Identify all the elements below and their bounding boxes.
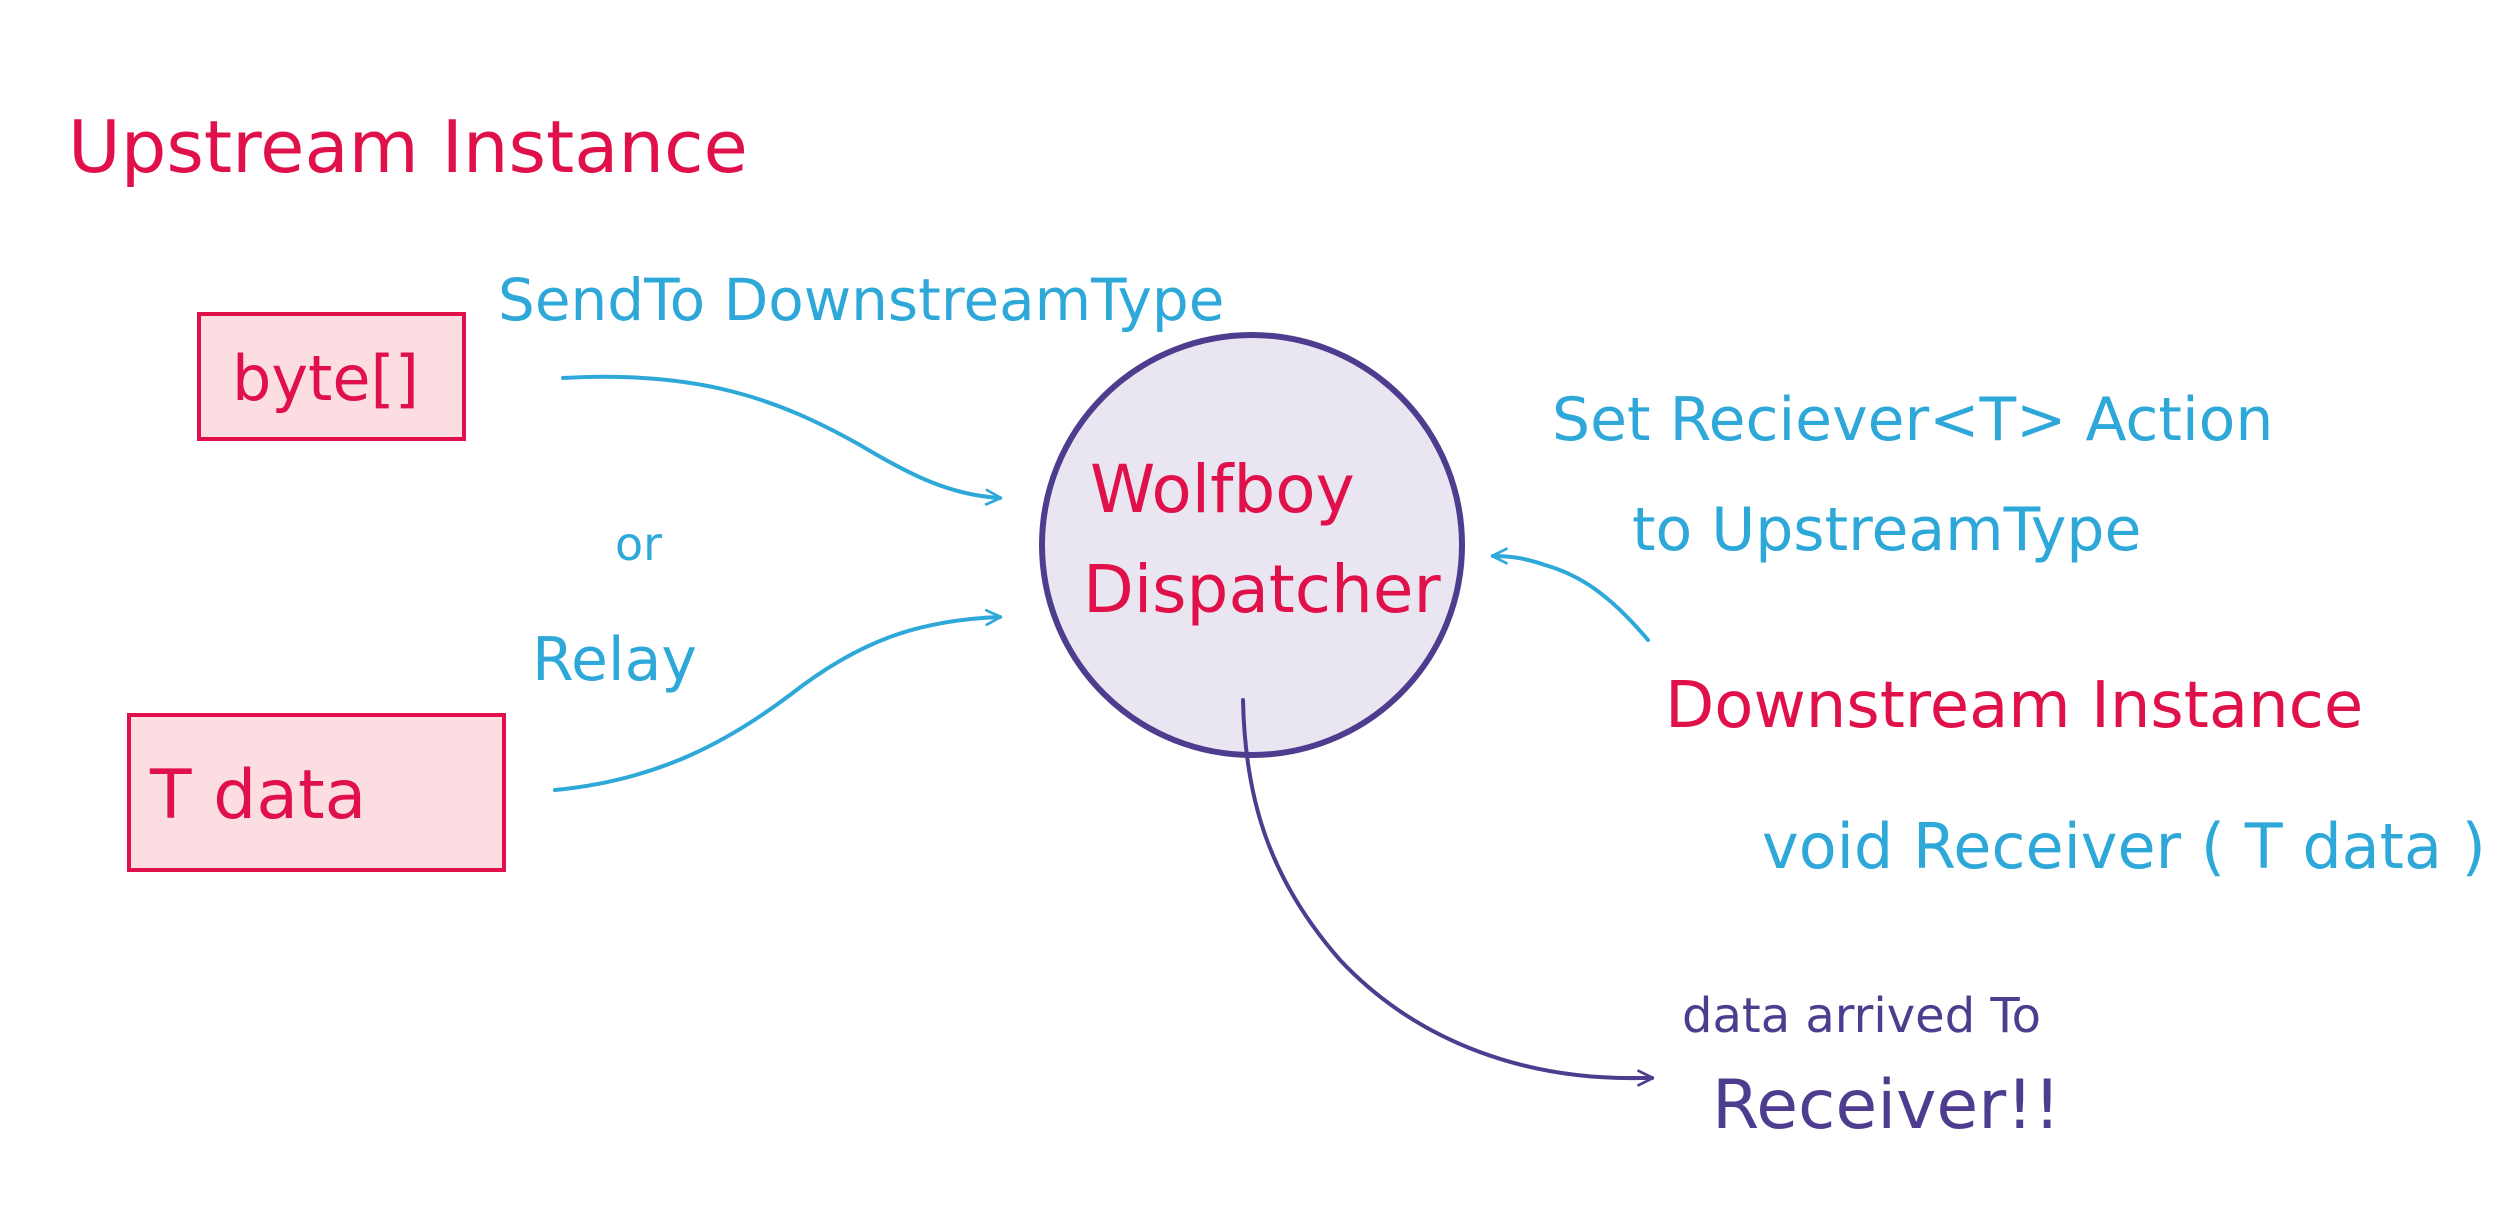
data-arrived-label-line2: Receiver!! [1712,1066,2061,1145]
set-receiver-arrow [1490,547,1650,642]
send-arrow [561,374,1003,506]
relay-arrow [553,608,1003,792]
upstream-instance-label: Upstream Instance [68,105,748,189]
byte-array-box: byte[] [197,312,466,441]
downstream-instance-label: Downstream Instance [1665,669,2363,743]
byte-array-box-frame [197,312,466,441]
send-to-downstream-label: SendTo DownstreamType [498,266,1224,334]
byte-array-label: byte[] [232,342,419,415]
set-receiver-label-line1: Set Reciever<T> Action [1552,385,2273,455]
data-arrived-label-line1: data arrived To [1682,988,2041,1044]
t-data-box: T data [127,713,506,872]
dispatcher-circle [1039,332,1465,758]
dispatcher-line2: Dispatcher [1083,551,1441,628]
dispatch-arrow [1241,698,1655,1087]
set-receiver-label-line2: to UpstreamType [1632,495,2141,565]
void-receiver-label: void Receiver ( T data ) [1762,810,2486,883]
or-label: or [615,517,662,571]
t-data-box-frame [127,713,506,872]
t-data-label: T data [149,756,366,835]
dispatcher-node: Wolfboy Dispatcher [1039,332,1465,758]
relay-label: Relay [532,625,697,695]
dispatcher-line1: Wolfboy [1090,451,1355,528]
